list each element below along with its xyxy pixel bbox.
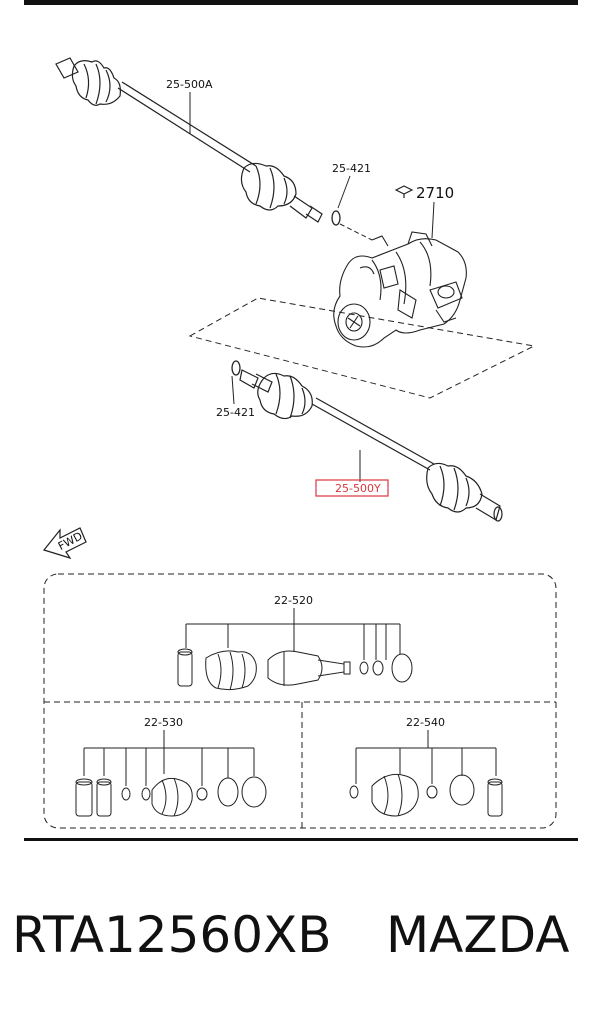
label-22-530: 22-530 xyxy=(144,716,183,729)
breather-icon xyxy=(394,185,414,198)
drive-shaft-a[interactable] xyxy=(55,57,323,223)
differential-assembly[interactable] xyxy=(333,231,467,348)
drive-shaft-y[interactable] xyxy=(239,369,503,522)
footer: RTA12560XB MAZDA xyxy=(0,895,600,975)
dashed-outline-differential xyxy=(188,297,536,399)
snap-ring-bottom[interactable] xyxy=(231,360,241,376)
part-number: RTA12560XB xyxy=(12,906,332,964)
leader-25-421-bottom xyxy=(231,375,235,405)
kits-box xyxy=(43,573,557,829)
dashed-connector-top xyxy=(339,223,373,241)
bottom-rule xyxy=(24,838,578,841)
label-22-540: 22-540 xyxy=(406,716,445,729)
brand-name: MAZDA xyxy=(386,906,570,964)
label-2710: 2710 xyxy=(416,184,454,202)
label-25-500a: 25-500A xyxy=(166,78,213,91)
top-rule xyxy=(24,0,578,5)
leader-25-421-top xyxy=(337,175,351,209)
highlight-box-25-500y xyxy=(315,479,389,497)
kit-22-540[interactable] xyxy=(349,730,503,817)
label-22-520: 22-520 xyxy=(274,594,313,607)
label-25-500y[interactable]: 25-500Y xyxy=(335,482,381,495)
label-25-421-bottom: 25-421 xyxy=(216,406,255,419)
label-25-421-top: 25-421 xyxy=(332,162,371,175)
kit-22-530[interactable] xyxy=(75,730,267,817)
leader-2710 xyxy=(431,201,435,239)
kit-22-520[interactable] xyxy=(177,608,413,691)
fwd-arrow-icon xyxy=(42,527,87,560)
snap-ring-top[interactable] xyxy=(331,210,341,226)
